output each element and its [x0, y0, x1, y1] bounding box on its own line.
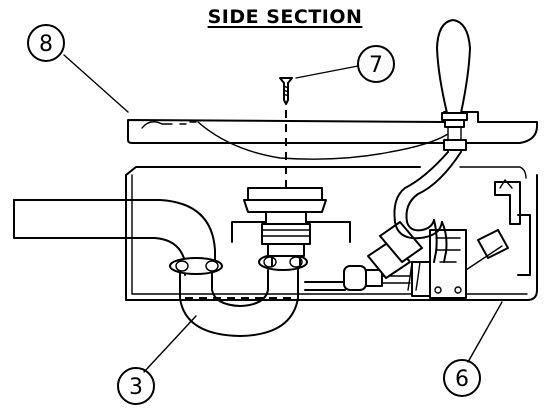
housing-enclosure	[125, 166, 538, 301]
strainer-assembly	[231, 187, 351, 267]
callout-8-label: 8	[39, 32, 53, 57]
callout-6: 6	[443, 359, 481, 397]
callout-8: 8	[27, 24, 65, 62]
callout-3: 3	[117, 367, 155, 405]
diagram-title: SIDE SECTION	[207, 6, 363, 28]
p-trap	[179, 261, 299, 337]
leader-lines	[63, 54, 503, 373]
callout-7: 7	[357, 45, 395, 83]
lever-handle	[436, 19, 471, 153]
screw	[279, 77, 293, 105]
basin-top	[127, 111, 538, 160]
callout-7-label: 7	[369, 53, 383, 78]
callout-6-label: 6	[455, 367, 469, 392]
flex-hose	[393, 151, 462, 291]
callout-3-label: 3	[129, 375, 143, 400]
supply-valve	[304, 179, 531, 299]
